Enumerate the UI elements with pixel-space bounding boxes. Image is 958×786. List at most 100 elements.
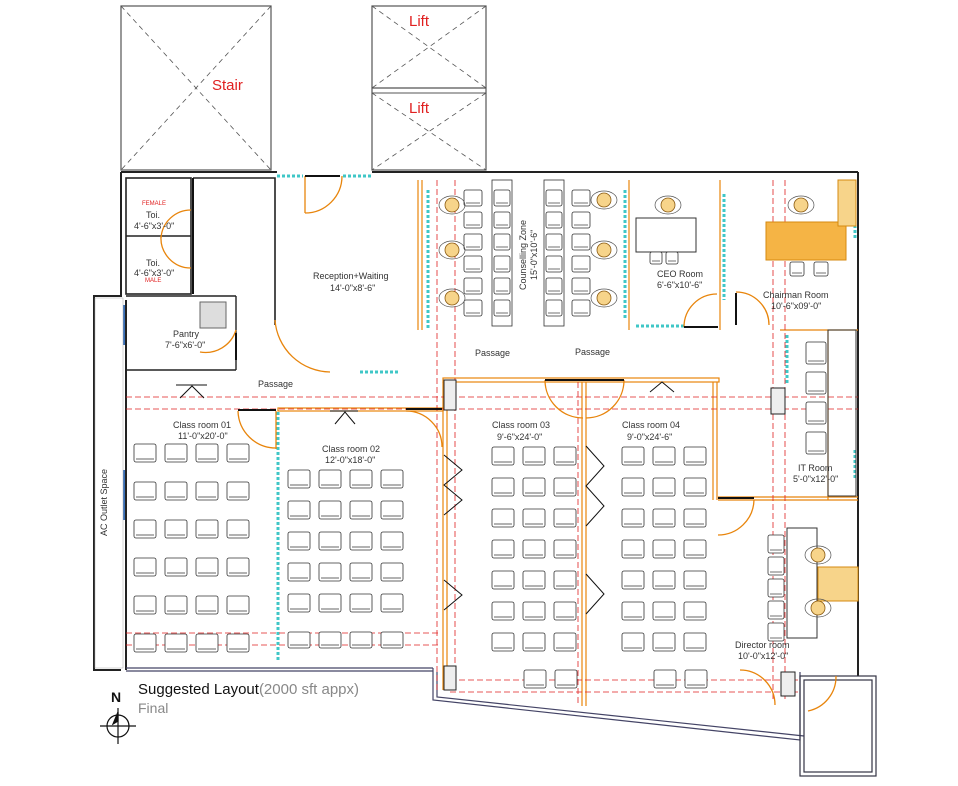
class4-name: Class room 04 xyxy=(622,420,680,430)
chair xyxy=(621,570,645,590)
chair xyxy=(349,562,373,582)
chair xyxy=(683,632,707,652)
chair xyxy=(491,446,515,466)
passage-right: Passage xyxy=(575,347,610,357)
chair xyxy=(195,595,219,615)
stair-shaft xyxy=(120,5,272,171)
north-arrow-icon xyxy=(100,708,136,744)
chair xyxy=(649,251,663,265)
person xyxy=(438,195,466,215)
chair xyxy=(767,578,785,598)
class3-size: 9'-6"x24'-0" xyxy=(497,432,542,442)
pantry-sink xyxy=(199,301,227,329)
class2-size: 12'-0"x18'-0" xyxy=(325,455,375,465)
person xyxy=(438,240,466,260)
chair xyxy=(226,557,250,577)
chair xyxy=(463,277,483,295)
class1-name: Class room 01 xyxy=(173,420,231,430)
chair xyxy=(491,477,515,497)
chair xyxy=(493,255,511,273)
chair xyxy=(767,622,785,642)
chair xyxy=(226,633,250,653)
chair xyxy=(380,469,404,489)
passage-mid: Passage xyxy=(475,348,510,358)
stair-label: Stair xyxy=(212,77,243,94)
chair xyxy=(522,570,546,590)
north-label: N xyxy=(111,689,122,705)
chair xyxy=(571,299,591,317)
chair xyxy=(195,443,219,463)
toilet-female-tag: FEMALE xyxy=(142,201,166,207)
chair xyxy=(571,233,591,251)
chair xyxy=(767,600,785,620)
seated-people xyxy=(438,190,832,618)
chair xyxy=(553,477,577,497)
chair xyxy=(491,539,515,559)
chair xyxy=(545,211,563,229)
chair xyxy=(164,557,188,577)
layout-title: Suggested Layout xyxy=(138,681,259,698)
chair xyxy=(318,562,342,582)
ceo-size: 6'-6"x10'-6" xyxy=(657,280,702,290)
chair xyxy=(767,534,785,554)
outer-walls xyxy=(93,171,859,676)
chair xyxy=(349,593,373,613)
chair xyxy=(571,255,591,273)
ac-outlet-label: AC Outlet Space xyxy=(99,469,109,536)
chair xyxy=(491,632,515,652)
toilet-male-tag: MALE xyxy=(145,278,161,284)
chair xyxy=(195,633,219,653)
person xyxy=(654,195,682,215)
chair xyxy=(318,593,342,613)
chair xyxy=(652,570,676,590)
chair xyxy=(545,299,563,317)
chair xyxy=(621,508,645,528)
chair xyxy=(571,211,591,229)
chair xyxy=(652,446,676,466)
chair xyxy=(226,443,250,463)
chair xyxy=(553,539,577,559)
chair xyxy=(133,633,157,653)
chair xyxy=(522,632,546,652)
chair xyxy=(621,632,645,652)
red-gridlines xyxy=(126,180,858,706)
class1-size: 11'-0"x20'-0" xyxy=(178,431,228,441)
chair xyxy=(683,508,707,528)
sliding-markers xyxy=(176,381,675,615)
chair xyxy=(349,631,373,649)
chair xyxy=(380,631,404,649)
chair xyxy=(683,446,707,466)
chair xyxy=(318,500,342,520)
chair xyxy=(652,632,676,652)
chair xyxy=(287,469,311,489)
chair xyxy=(545,255,563,273)
chair xyxy=(652,601,676,621)
chair xyxy=(195,481,219,501)
class4-size: 9'-0"x24'-6" xyxy=(627,432,672,442)
chair xyxy=(380,593,404,613)
chair xyxy=(318,631,342,649)
chair xyxy=(665,251,679,265)
chair xyxy=(553,570,577,590)
chair xyxy=(522,446,546,466)
lift-label-bottom: Lift xyxy=(409,100,430,117)
chair xyxy=(554,669,578,689)
chairman-side-panel xyxy=(837,179,857,227)
room-labels: Stair Lift Lift FEMALE Toi. 4'-6"x3'-0" … xyxy=(99,13,838,661)
chair xyxy=(767,556,785,576)
chair xyxy=(805,431,827,455)
layout-status: Final xyxy=(138,700,169,716)
chair xyxy=(621,601,645,621)
chair xyxy=(287,593,311,613)
chair xyxy=(164,595,188,615)
counselling-furniture xyxy=(491,179,565,327)
person xyxy=(590,190,618,210)
chair xyxy=(164,633,188,653)
chair xyxy=(287,562,311,582)
counselling-name: Counselling Zone xyxy=(518,220,528,290)
chair xyxy=(380,531,404,551)
chair xyxy=(683,477,707,497)
it-name: IT Room xyxy=(798,463,832,473)
chair xyxy=(493,233,511,251)
